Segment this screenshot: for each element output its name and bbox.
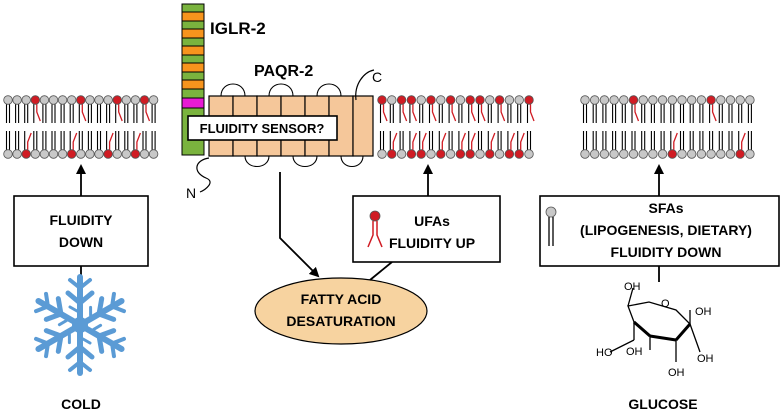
ufa-box [352, 195, 501, 263]
n-terminus-label: N [186, 185, 196, 201]
sfa-line3: FLUIDITY DOWN [611, 244, 722, 260]
desaturation-to-ufa-line [369, 261, 393, 281]
sensor-to-desaturation-arrow [279, 172, 320, 278]
ufa-line1: UFAs [414, 213, 450, 229]
cold-box-line1: FLUIDITY [50, 212, 114, 228]
desaturation-line2: DESATURATION [286, 313, 395, 329]
ufa-line2: FLUIDITY UP [389, 235, 475, 251]
membrane-cold [3, 95, 159, 159]
svg-text:OH: OH [668, 367, 685, 379]
cold-label: COLD [61, 396, 101, 412]
glucose-structure-icon: OH O OH HO OH OH OH [596, 281, 714, 379]
sfa-line1: SFAs [648, 200, 683, 216]
sfa-lipid-icon [545, 206, 557, 246]
svg-text:OH: OH [695, 306, 712, 318]
cold-fluidity-box [13, 195, 149, 267]
ufa-lipid-icon [367, 210, 383, 248]
glucose-label: GLUCOSE [628, 396, 697, 412]
membrane-sfa [580, 95, 755, 159]
snowflake-icon [34, 274, 126, 376]
svg-text:OH: OH [697, 353, 714, 365]
sfa-box [539, 195, 780, 267]
c-terminus-label: C [372, 69, 382, 85]
n-terminus-line [196, 157, 211, 193]
sensor-box [187, 115, 338, 141]
desaturation-line1: FATTY ACID [301, 291, 382, 307]
desaturation-ellipse [254, 277, 428, 345]
iglr2-protein [181, 3, 205, 156]
cold-box-line2: DOWN [59, 234, 103, 250]
svg-text:OH: OH [624, 281, 641, 293]
c-terminus-line [355, 69, 375, 101]
sensor-label: FLUIDITY SENSOR? [200, 121, 325, 136]
svg-text:OH: OH [626, 346, 643, 358]
sfa-line2: (LIPOGENESIS, DIETARY) [580, 222, 752, 238]
membrane-ufa [377, 95, 535, 159]
svg-text:HO: HO [596, 347, 613, 359]
paqr2-label: PAQR-2 [254, 63, 313, 80]
iglr2-label: IGLR-2 [210, 19, 266, 38]
svg-text:O: O [661, 298, 670, 310]
